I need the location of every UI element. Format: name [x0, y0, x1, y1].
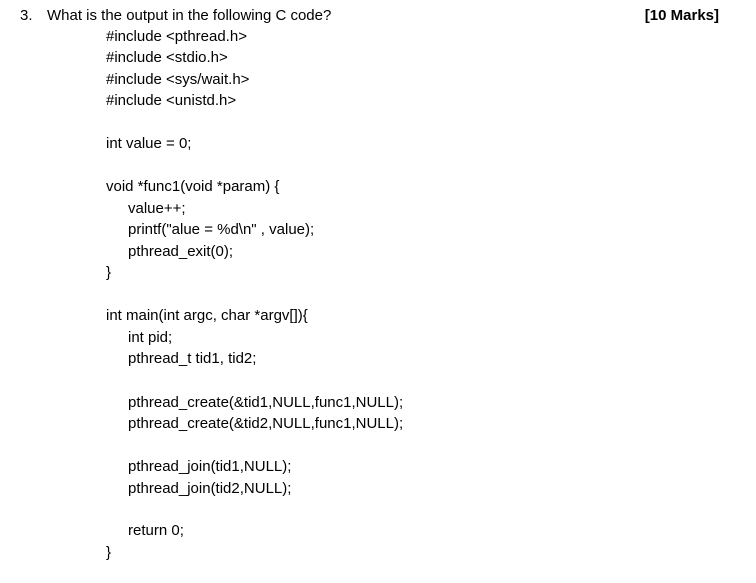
code-line: pthread_join(tid1,NULL);: [128, 458, 292, 475]
code-line: printf("alue = %d\n" , value);: [128, 221, 315, 238]
code-line: }: [106, 544, 112, 561]
code-line: #include <sys/wait.h>: [106, 71, 250, 88]
code-line: pthread_t tid1, tid2;: [128, 350, 257, 367]
code-line: pthread_exit(0);: [128, 243, 234, 260]
code-line: void *func1(void *param) {: [106, 178, 280, 195]
question-text: What is the output in the following C co…: [47, 7, 332, 24]
code-line: int pid;: [128, 329, 173, 346]
code-line: #include <unistd.h>: [106, 92, 237, 109]
code-line: pthread_create(&tid1,NULL,func1,NULL);: [128, 394, 404, 411]
code-line: int main(int argc, char *argv[]){: [106, 307, 308, 324]
code-line: }: [106, 264, 112, 281]
code-line: int value = 0;: [106, 135, 192, 152]
code-line: value++;: [128, 200, 186, 217]
code-line: pthread_join(tid2,NULL);: [128, 480, 292, 497]
marks-label: [10 Marks]: [644, 7, 719, 24]
code-line: #include <stdio.h>: [106, 49, 228, 66]
code-line: return 0;: [128, 522, 184, 539]
code-line: #include <pthread.h>: [106, 28, 247, 45]
code-line: pthread_create(&tid2,NULL,func1,NULL);: [128, 415, 404, 432]
question-number: 3.: [20, 7, 33, 24]
